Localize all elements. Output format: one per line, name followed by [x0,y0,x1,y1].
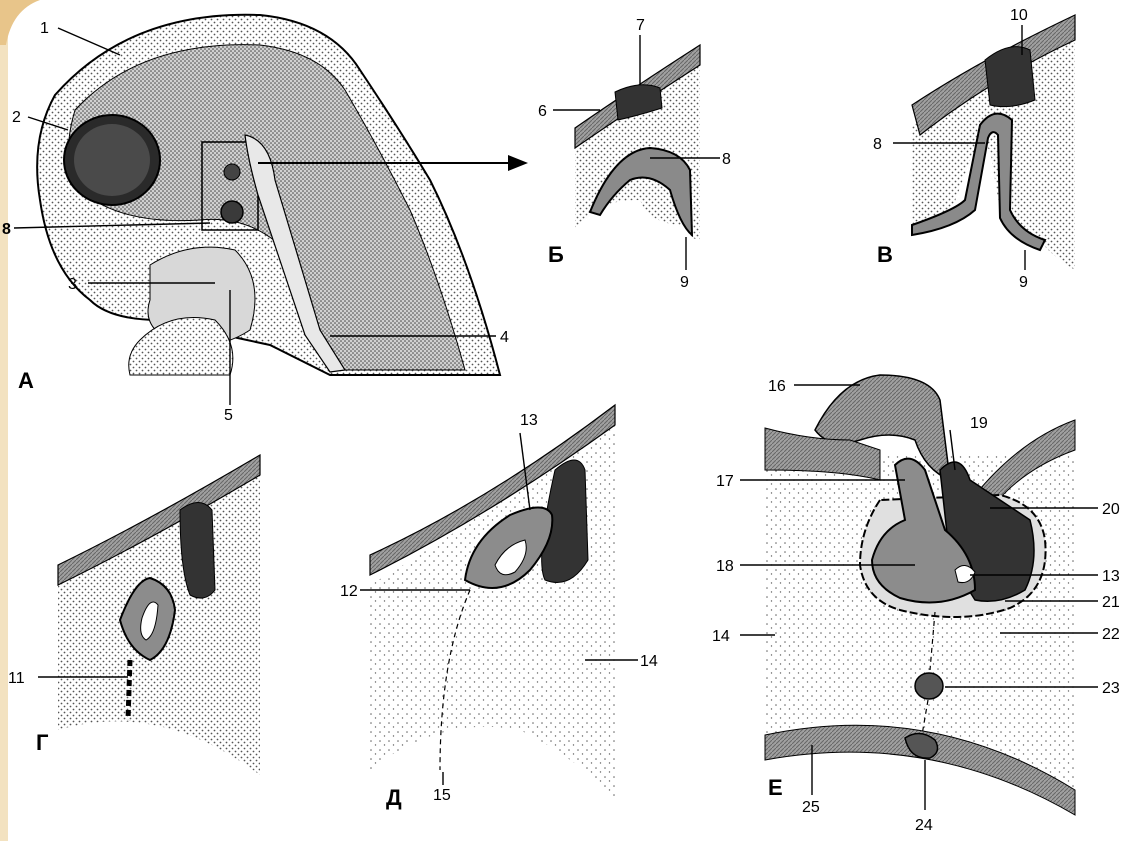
panel-a: 1 2 8 3 4 5 А [2,15,528,424]
label-8-b: 8 [722,151,731,168]
label-13-d: 13 [520,412,538,429]
label-17: 17 [716,473,734,490]
label-14-d: 14 [640,653,658,670]
panel-d: 13 12 14 15 Д [340,405,658,810]
label-23: 23 [1102,680,1120,697]
slide-frame-corner [0,0,40,45]
label-11: 11 [8,670,25,687]
rathke-pouch-a [221,201,243,223]
panel-g: 11 Г [8,455,260,775]
label-20: 20 [1102,501,1120,518]
slide-frame-accent [0,0,8,841]
panel-e: 16 19 17 20 18 13 21 14 22 23 24 25 Е [712,375,1120,834]
label-3: 3 [68,276,77,293]
label-8-v: 8 [873,136,882,153]
label-6: 6 [538,103,547,120]
label-9-b: 9 [680,274,689,291]
label-15: 15 [433,787,451,804]
label-1: 1 [40,20,49,37]
lower-jaw [129,318,233,376]
label-12: 12 [340,583,358,600]
label-2: 2 [12,109,21,126]
panel-label-d: Д [386,785,402,810]
label-18: 18 [716,558,734,575]
panel-label-v: В [877,242,893,267]
label-7: 7 [636,17,645,34]
panel-label-a: А [18,368,34,393]
label-4: 4 [500,329,509,346]
panel-label-b: Б [548,242,564,267]
nodule-23 [915,673,943,699]
label-22: 22 [1102,626,1120,643]
label-24: 24 [915,817,933,834]
label-9-v: 9 [1019,274,1028,291]
neural-thickening-10 [985,47,1035,107]
label-5: 5 [224,407,233,424]
panel-label-g: Г [36,730,49,755]
label-10: 10 [1010,7,1028,24]
label-21: 21 [1102,594,1120,611]
panel-label-e: Е [768,775,783,800]
label-16: 16 [768,378,786,395]
hypophyseal-pocket-a [224,164,240,180]
panel-b: 6 7 8 9 Б [538,17,731,291]
label-8-a: 8 [2,221,11,238]
arrow-head-icon [508,155,528,171]
label-13-e: 13 [1102,568,1120,585]
panel-v: 8 10 9 В [873,7,1075,291]
label-14-e: 14 [712,628,730,645]
label-19: 19 [970,415,988,432]
label-25: 25 [802,799,820,816]
